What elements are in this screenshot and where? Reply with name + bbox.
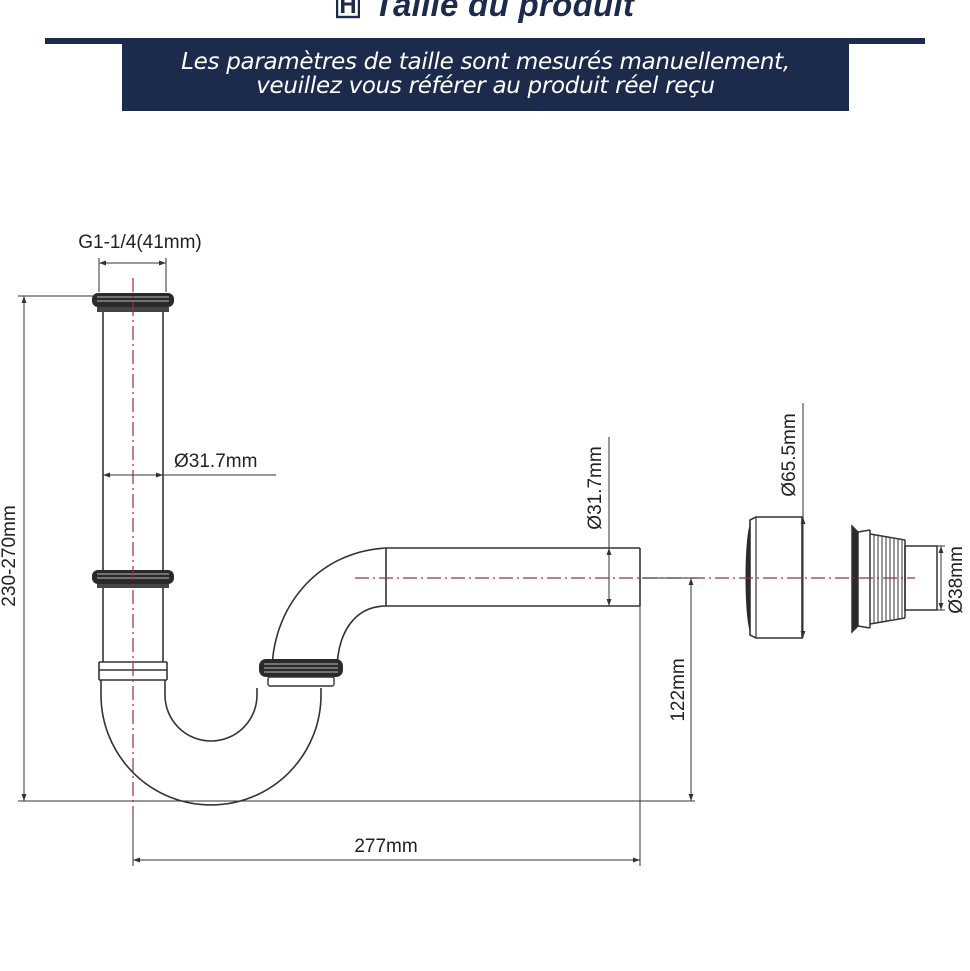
bottle-trap-body xyxy=(98,305,641,806)
header-rule xyxy=(45,38,925,44)
outlet-height-label: 122mm xyxy=(668,658,689,721)
escutcheon-diameter-label: Ø65.5mm xyxy=(779,413,800,496)
banner-line-2: veuillez vous référer au produit réel re… xyxy=(256,73,715,99)
vertical-tube-diameter-label: Ø31.7mm xyxy=(174,451,257,472)
dimension-lines xyxy=(18,258,945,866)
hl-logo-icon xyxy=(335,0,360,20)
centerlines xyxy=(132,278,915,815)
width-label: 277mm xyxy=(354,836,417,857)
adapter-diameter-label: Ø38mm xyxy=(946,546,967,614)
height-range-label: 230-270mm xyxy=(0,505,20,606)
thread-size-label: G1-1/4(41mm) xyxy=(78,232,202,253)
horizontal-tube-diameter-label: Ø31.7mm xyxy=(585,446,606,529)
threaded-adapter xyxy=(851,524,938,634)
title-text: Taille du produit xyxy=(373,0,635,23)
info-banner: Les paramètres de taille sont mesurés ma… xyxy=(122,44,849,111)
banner-line-1: Les paramètres de taille sont mesurés ma… xyxy=(181,49,790,75)
trap-nut xyxy=(259,659,343,687)
page-title: Taille du produit xyxy=(0,0,970,32)
